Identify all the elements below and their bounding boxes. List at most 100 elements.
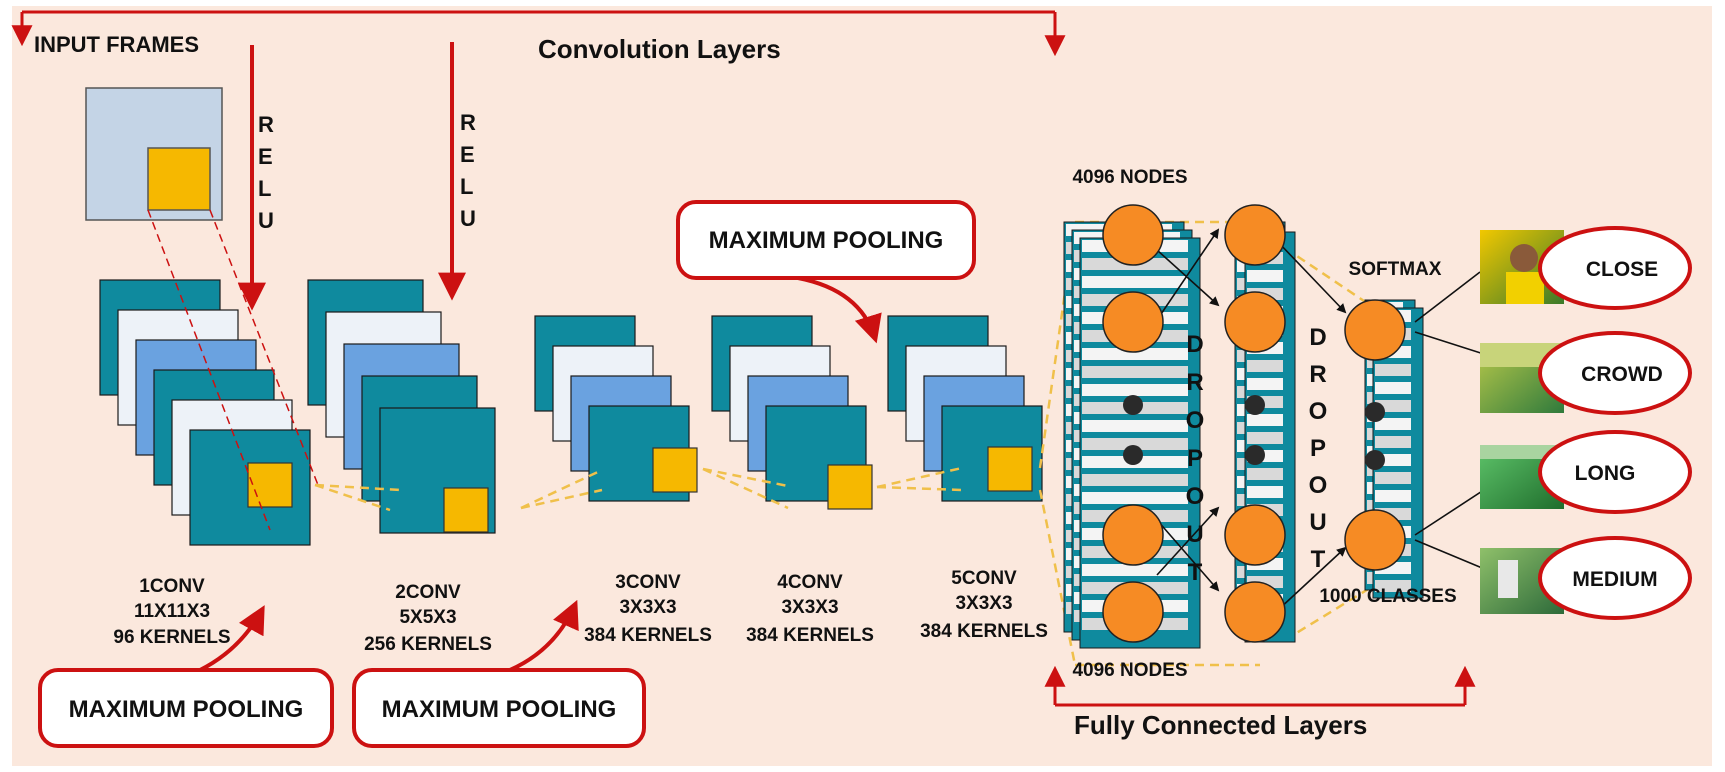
conv-layer-stacks xyxy=(99,279,1043,546)
neurons xyxy=(1102,204,1406,643)
kernel-patch xyxy=(652,447,698,493)
neuron xyxy=(1344,509,1406,571)
pooling-label-3: MAXIMUM POOLING xyxy=(709,227,944,254)
title-convolution: Convolution Layers xyxy=(538,34,781,64)
nodes-top-label: 4096 NODES xyxy=(1072,167,1187,188)
neuron xyxy=(1224,291,1286,353)
output-medium-label: MEDIUM xyxy=(1572,568,1657,591)
ellipsis-dot xyxy=(1365,450,1385,470)
softmax-label: SOFTMAX xyxy=(1349,259,1442,280)
fc-unit xyxy=(1082,564,1188,576)
fc-unit xyxy=(1082,348,1188,360)
fc-unit xyxy=(1082,438,1188,450)
output-medium: MEDIUM xyxy=(1538,536,1692,620)
dropout-letter: O xyxy=(1186,407,1205,434)
kernel-patch xyxy=(827,464,873,510)
fc-unit xyxy=(1082,474,1188,486)
output-crowd-label: CROWD xyxy=(1581,363,1663,386)
conv-count: 384 KERNELS xyxy=(584,625,712,646)
neuron xyxy=(1224,204,1286,266)
output-close-label: CLOSE xyxy=(1586,258,1658,281)
conv-label-5: 5CONV 3X3X3 384 KERNELS xyxy=(920,568,1048,642)
conv-kernel: 11X11X3 xyxy=(134,601,210,622)
fc-unit xyxy=(1247,468,1283,480)
pooling-box-2: MAXIMUM POOLING xyxy=(352,668,646,748)
pooling-arrow-3 xyxy=(797,276,882,344)
fc-unit xyxy=(1247,486,1283,498)
fc-unit xyxy=(1375,472,1411,484)
conv-stack-2 xyxy=(307,279,496,534)
neuron xyxy=(1102,204,1164,266)
kernel-patch xyxy=(443,487,489,533)
fc-unit xyxy=(1247,414,1283,426)
fc-unit xyxy=(1247,432,1283,444)
dropout-letter: R xyxy=(1309,361,1326,388)
relu-letter: L xyxy=(258,176,271,201)
conv-name: 3CONV xyxy=(615,572,681,593)
output-crowd: CROWD xyxy=(1538,331,1692,415)
conv-name: 2CONV xyxy=(395,582,461,603)
dropout-letter: O xyxy=(1309,398,1328,425)
conv-kernel: 3X3X3 xyxy=(955,593,1012,614)
fc-unit xyxy=(1375,490,1411,502)
ellipsis-dot xyxy=(1245,445,1265,465)
dropout-letter: O xyxy=(1186,483,1205,510)
neuron xyxy=(1224,581,1286,643)
relu-letter: L xyxy=(460,174,473,199)
ellipsis-dot xyxy=(1365,402,1385,422)
input-projection-lines xyxy=(147,209,319,531)
dropout-letter: U xyxy=(1186,521,1203,548)
pooling-box-1: MAXIMUM POOLING xyxy=(38,668,334,748)
ellipsis-dot xyxy=(1123,395,1143,415)
fc-unit xyxy=(1082,420,1188,432)
diagram-background xyxy=(12,6,1712,766)
kernel-patch xyxy=(987,446,1033,492)
fc-unit xyxy=(1247,270,1283,282)
ellipsis-dot xyxy=(1123,445,1143,465)
conv-stack-4 xyxy=(711,315,873,510)
output-close: CLOSE xyxy=(1538,226,1692,310)
fc-unit xyxy=(1247,360,1283,372)
conv-stack-3 xyxy=(534,315,698,502)
bottom-bracket xyxy=(1044,665,1476,707)
conv-count: 384 KERNELS xyxy=(920,621,1048,642)
fc-unit xyxy=(1375,436,1411,448)
relu-letter: U xyxy=(460,206,476,231)
relu-label-2: R E L U xyxy=(460,110,476,231)
relu-letter: R xyxy=(258,112,274,137)
input-frames-label: INPUT FRAMES xyxy=(34,32,199,57)
fc-stack-2 xyxy=(1234,221,1296,643)
output-long-label: LONG xyxy=(1575,462,1636,485)
title-fully-connected: Fully Connected Layers xyxy=(1074,710,1367,740)
neuron xyxy=(1102,291,1164,353)
classes-label: 1000 CLASSES xyxy=(1319,586,1456,607)
pooling-box-3: MAXIMUM POOLING xyxy=(676,200,976,280)
fc-unit xyxy=(1247,378,1283,390)
dropout-letter: T xyxy=(1311,546,1326,573)
conv-name: 4CONV xyxy=(777,572,843,593)
fc-unit xyxy=(1082,366,1188,378)
fc-unit xyxy=(1375,382,1411,394)
neuron-connections xyxy=(1156,228,1546,611)
conv-stack-1 xyxy=(99,279,311,546)
fc-unit xyxy=(1082,384,1188,396)
neuron xyxy=(1102,581,1164,643)
dropout-letter: P xyxy=(1310,435,1326,462)
pooling-label-1: MAXIMUM POOLING xyxy=(69,696,304,723)
nodes-bottom-label: 4096 NODES xyxy=(1072,660,1187,681)
conv-kernel: 5X5X3 xyxy=(399,607,456,628)
conv-label-4: 4CONV 3X3X3 384 KERNELS xyxy=(746,572,874,646)
fc-unit xyxy=(1082,492,1188,504)
conv-kernel: 3X3X3 xyxy=(781,597,838,618)
neuron xyxy=(1344,299,1406,361)
dropout-letter: R xyxy=(1186,369,1203,396)
input-patch xyxy=(147,147,211,211)
conv-count: 384 KERNELS xyxy=(746,625,874,646)
fc-unit xyxy=(1375,580,1411,592)
relu-letter: U xyxy=(258,208,274,233)
fc-unit xyxy=(1082,276,1188,288)
conv-label-3: 3CONV 3X3X3 384 KERNELS xyxy=(584,572,712,646)
relu-label-1: R E L U xyxy=(258,112,274,233)
